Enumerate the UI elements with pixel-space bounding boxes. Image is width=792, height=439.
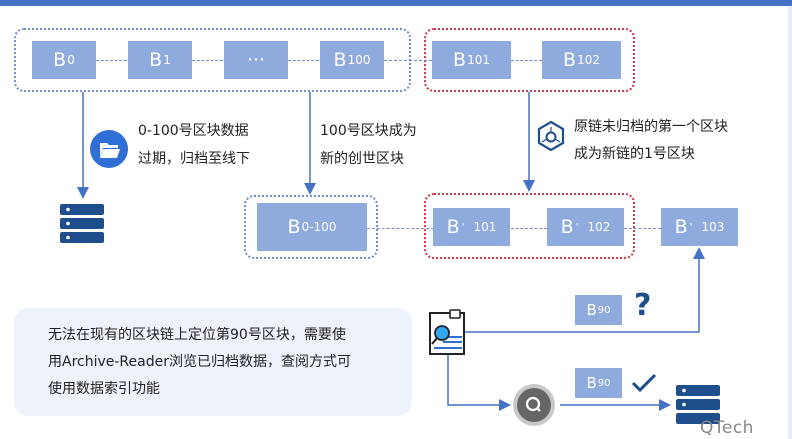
note-line2: 用Archive-Reader浏览已归档数据，查阅方式可 xyxy=(48,354,351,370)
block-index: 90 xyxy=(597,304,611,316)
query-fail-path xyxy=(463,247,705,333)
chain-link xyxy=(362,228,434,229)
block-index: 101 xyxy=(473,220,497,234)
block-label: B xyxy=(453,49,467,71)
block-label: B xyxy=(586,301,597,319)
archive-storage-icon xyxy=(676,385,720,424)
block-index: 0-100 xyxy=(301,220,337,234)
first-block-annotation-line1: 原链未归档的第一个区块 xyxy=(574,119,728,135)
top-banner xyxy=(0,0,792,6)
block-label: B xyxy=(333,49,347,71)
prime-mark: ' xyxy=(575,221,579,233)
question-mark-icon: ? xyxy=(634,288,652,323)
block-index: 102 xyxy=(577,53,600,67)
block-label: B xyxy=(563,49,577,71)
check-icon xyxy=(631,373,657,393)
chain-link xyxy=(384,60,432,61)
genesis-block-group xyxy=(244,195,378,259)
archive-annotation-line2: 过期，归档至线下 xyxy=(138,151,250,167)
block-index: 101 xyxy=(467,53,490,67)
archive-annotation-line1: 0-100号区块数据 xyxy=(138,123,249,139)
archive-reader-icon xyxy=(429,309,465,355)
chain-link xyxy=(96,60,127,61)
block-b-prime-101: B' 101 xyxy=(433,208,510,246)
block-label: B xyxy=(446,216,460,238)
block-index: 100 xyxy=(347,53,371,67)
chain-link xyxy=(511,60,542,61)
prime-mark: ' xyxy=(689,221,693,233)
genesis-annotation-line2: 新的创世区块 xyxy=(320,151,404,167)
right-edge xyxy=(788,6,792,439)
block-label: B xyxy=(586,374,597,392)
prime-mark: ' xyxy=(461,221,465,233)
search-index-icon xyxy=(513,384,555,426)
block-index: 1 xyxy=(163,53,171,67)
genesis-annotation-line1: 100号区块成为 xyxy=(320,123,417,139)
block-b-prime-103: B' 103 xyxy=(661,208,738,246)
note-line3: 使用数据索引功能 xyxy=(48,381,160,397)
block-label: B xyxy=(53,49,67,71)
index-path xyxy=(447,352,511,411)
offline-storage-icon xyxy=(60,204,104,243)
first-block-annotation-line2: 成为新链的1号区块 xyxy=(574,146,695,162)
block-ellipsis: ··· xyxy=(224,41,288,79)
explanation-note: 无法在现有的区块链上定位第90号区块，需要使 用Archive-Reader浏览… xyxy=(14,308,412,416)
block-label: B xyxy=(560,216,574,238)
chain-link xyxy=(511,228,547,229)
block-index: 103 xyxy=(701,220,725,234)
chain-link xyxy=(288,60,319,61)
block-label: ··· xyxy=(246,49,266,71)
block-label: B xyxy=(287,216,301,238)
folder-icon xyxy=(90,130,128,168)
chain-link xyxy=(192,60,223,61)
block-index: 90 xyxy=(597,377,611,389)
chain-link xyxy=(624,228,661,229)
block-b-prime-102: B' 102 xyxy=(547,208,624,246)
block-index: 0 xyxy=(67,53,75,67)
cube-icon xyxy=(537,120,565,152)
watermark: QTech xyxy=(700,418,754,438)
block-label: B xyxy=(674,216,688,238)
block-index: 102 xyxy=(587,220,611,234)
migrated-blocks-group xyxy=(424,193,635,259)
note-line1: 无法在现有的区块链上定位第90号区块，需要使 xyxy=(48,327,346,343)
block-label: B xyxy=(149,49,163,71)
